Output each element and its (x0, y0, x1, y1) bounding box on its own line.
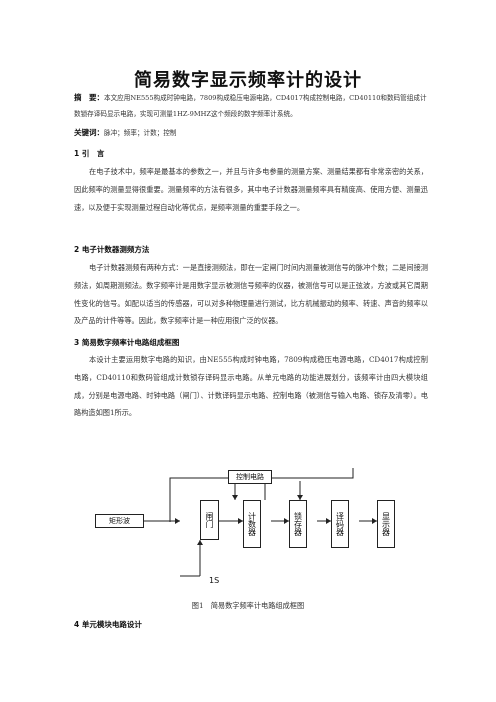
section-3-text: 本设计主要运用数字电路的知识，由NE555构成时钟电路，7809构成稳压电源电路… (74, 355, 428, 418)
section-1-heading: 1 引 言 (74, 149, 105, 158)
section-3-heading: 3 简易数字频率计电路组成框图 (74, 338, 180, 347)
section-1-text: 在电子技术中，频率是最基本的参数之一，并且与许多电参量的测量方案、测量结果都有非… (74, 167, 428, 212)
abstract-label: 摘 要： (74, 93, 104, 102)
section-2-heading: 2 电子计数器测频方法 (74, 245, 150, 254)
section-2-text: 电子计数器测频有两种方式：一是直接测频法，即在一定闸门时间内测量被测信号的脉冲个… (74, 263, 428, 326)
square-wave-input-box: 矩形波 (95, 514, 144, 528)
clock-label: 1S (209, 576, 220, 585)
keywords-label: 关键词： (74, 128, 104, 137)
decoder-box: 译码器 (331, 500, 349, 548)
keywords-text: 脉冲；频率；计数；控制 (104, 129, 177, 137)
abstract-text: 本文应用NE555构成时钟电路，7809构成稳压电源电路，CD4017构成控制电… (74, 94, 427, 118)
gate-box: 闸门 (200, 500, 219, 540)
figure-caption: 图1 简易数字频率计电路组成框图 (191, 601, 305, 610)
section-4-heading: 4 单元模块电路设计 (74, 620, 142, 629)
counter-box: 计数器 (243, 500, 261, 548)
control-circuit-box: 控制电路 (228, 470, 272, 484)
latch-box: 锁存器 (289, 500, 307, 548)
keywords: 关键词：脉冲；频率；计数；控制 (74, 127, 177, 138)
display-box: 显示器 (377, 500, 395, 548)
paper-title: 简易数字显示频率计的设计 (134, 70, 362, 91)
abstract: 摘 要：本文应用NE555构成时钟电路，7809构成稳压电源电路，CD4017构… (74, 90, 428, 122)
